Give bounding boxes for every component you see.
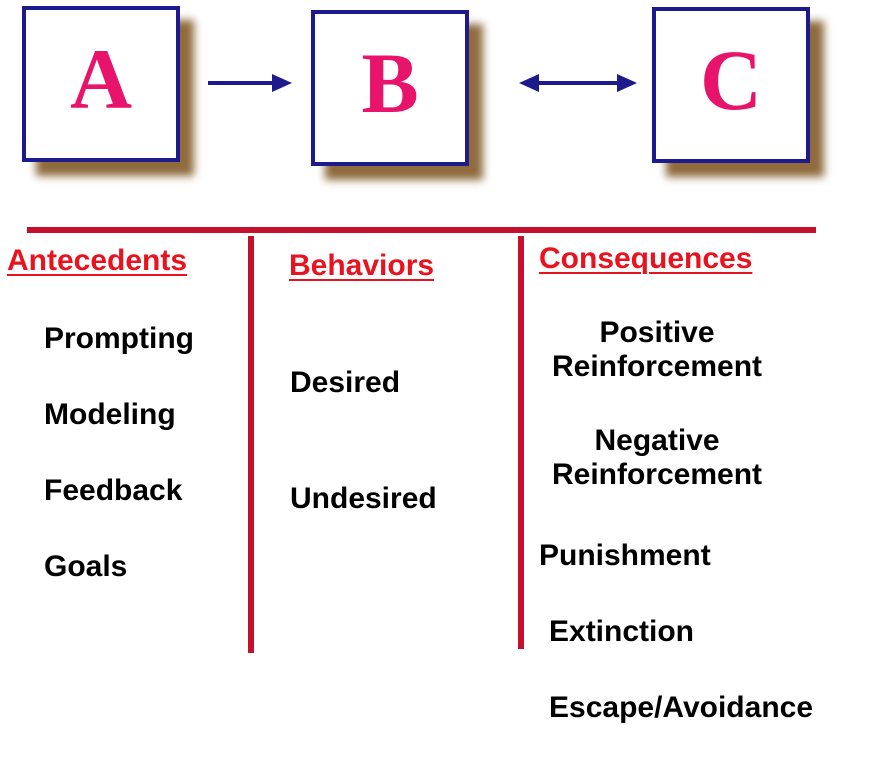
letter-a: A: [69, 31, 133, 127]
consequence-item: Extinction: [549, 615, 695, 648]
consequence-item: Punishment: [539, 539, 711, 572]
letter-b: B: [361, 35, 419, 131]
letter-c: C: [699, 32, 763, 128]
antecedents-heading: Antecedents: [7, 244, 188, 277]
antecedent-item: Prompting: [44, 322, 194, 355]
antecedent-item: Feedback: [44, 474, 183, 507]
consequence-line: Reinforcement: [551, 458, 763, 491]
consequences-heading: Consequences: [539, 242, 753, 275]
column-divider-right: [518, 236, 524, 649]
antecedent-item: Modeling: [44, 398, 176, 431]
box-c: C: [652, 7, 810, 163]
arrow-a-to-b: [208, 74, 292, 92]
behaviors-heading: Behaviors: [289, 249, 435, 282]
consequence-line: Positive: [599, 316, 715, 349]
horizontal-divider: [27, 227, 816, 233]
consequence-line: Reinforcement: [551, 350, 763, 383]
behavior-item: Desired: [290, 366, 401, 399]
consequence-line: Negative: [594, 424, 720, 457]
antecedent-item: Goals: [44, 550, 128, 583]
column-divider-left: [248, 236, 254, 653]
double-arrow-b-to-c: [519, 74, 637, 92]
behavior-item: Undesired: [290, 482, 437, 515]
box-b: B: [311, 10, 469, 166]
consequence-item: Escape/Avoidance: [549, 691, 814, 724]
box-a: A: [22, 6, 180, 162]
connector-arrows: [208, 74, 637, 92]
consequence-item: Positive Reinforcement: [539, 316, 775, 384]
consequence-item: Negative Reinforcement: [539, 424, 775, 492]
